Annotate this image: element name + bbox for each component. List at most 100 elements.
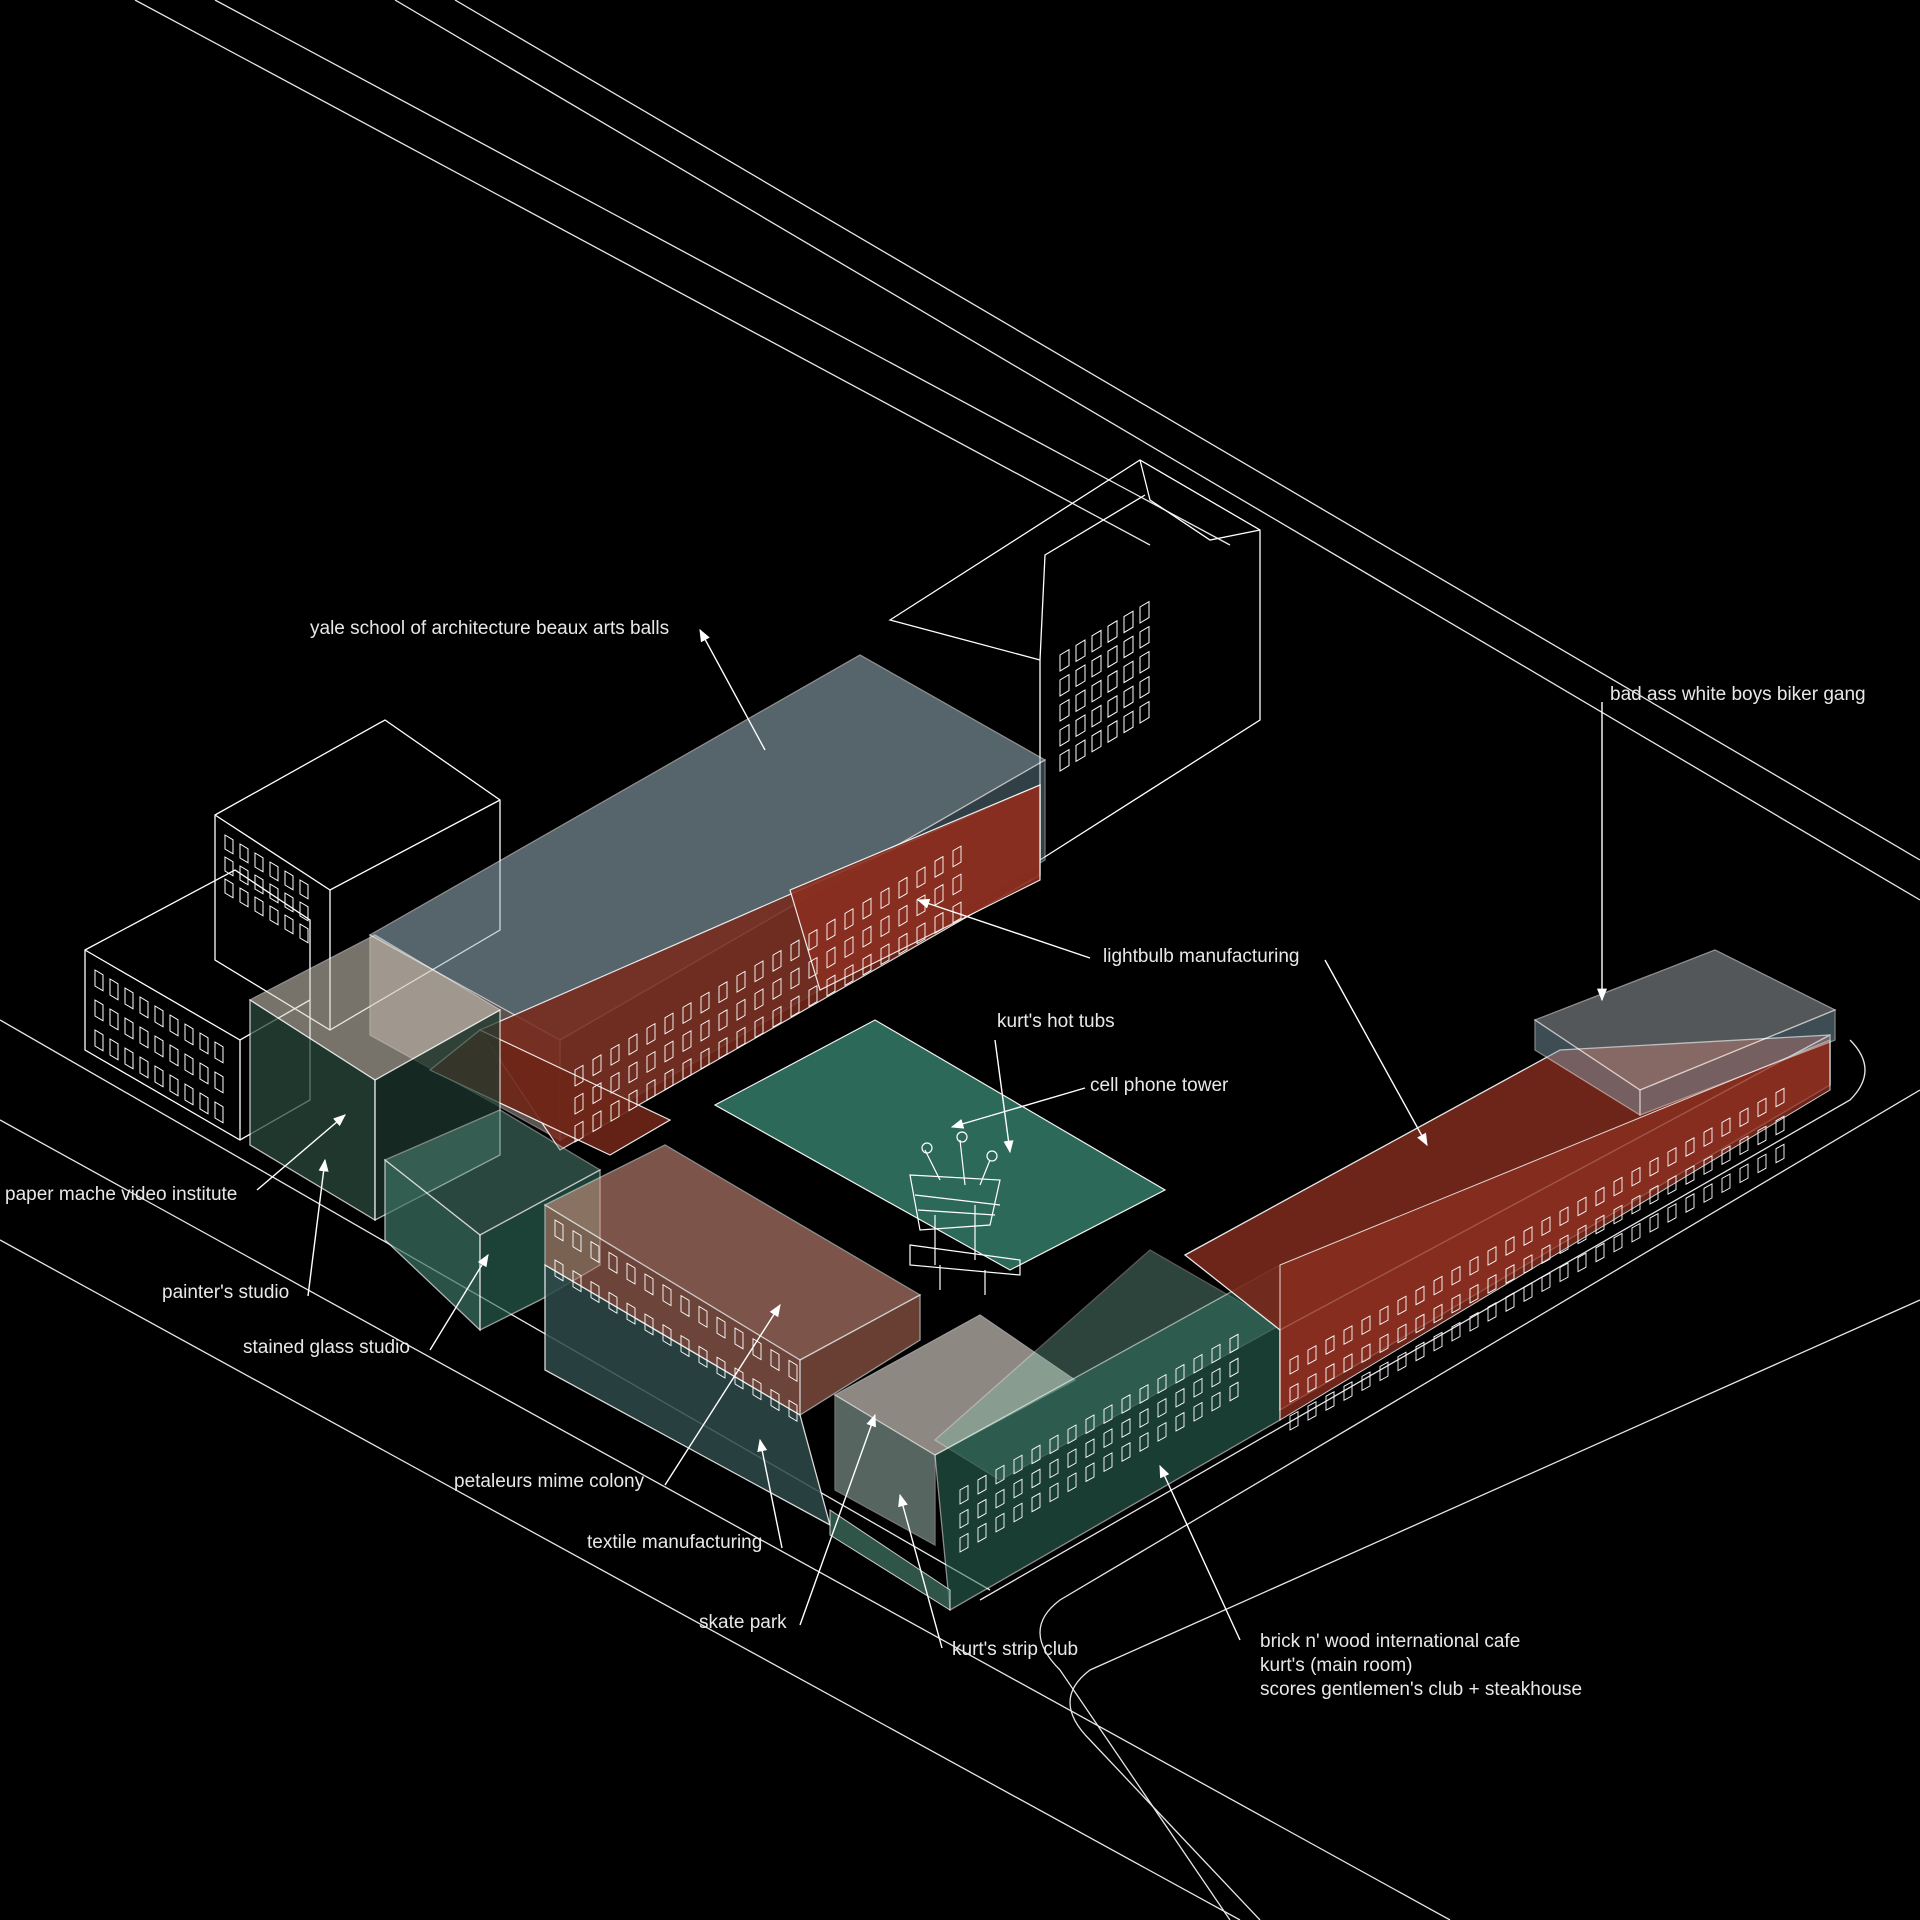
- window: [1123, 610, 1134, 634]
- window: [898, 876, 908, 899]
- window: [139, 1026, 149, 1049]
- window: [862, 897, 872, 920]
- arrow-yale: [699, 628, 766, 751]
- window: [1469, 1255, 1479, 1276]
- window: [826, 918, 836, 941]
- window: [1685, 1137, 1695, 1157]
- label-textile: textile manufacturing: [587, 1532, 763, 1553]
- window: [572, 1270, 582, 1293]
- window: [628, 1061, 638, 1084]
- window: [1361, 1315, 1371, 1336]
- window: [646, 1078, 656, 1102]
- window: [1667, 1174, 1677, 1195]
- window: [898, 932, 908, 955]
- window: [1289, 1382, 1299, 1403]
- window: [1775, 1143, 1785, 1164]
- label-hottubs: kurt's hot tubs: [997, 1011, 1115, 1032]
- window: [1343, 1325, 1353, 1346]
- window: [995, 1512, 1005, 1533]
- window: [1229, 1333, 1239, 1354]
- window: [662, 1284, 672, 1307]
- window: [139, 996, 149, 1019]
- window: [1085, 1414, 1095, 1435]
- window: [1739, 1163, 1749, 1184]
- window-grid-outline: [94, 600, 1150, 1124]
- window: [880, 915, 890, 938]
- window: [124, 987, 134, 1010]
- label-strip: kurt's strip club: [952, 1639, 1079, 1660]
- window: [1541, 1272, 1551, 1293]
- window: [269, 883, 279, 904]
- window: [628, 1089, 638, 1112]
- window: [734, 1327, 744, 1350]
- courtyard-hot-tubs: [713, 1019, 1167, 1271]
- window: [1229, 1381, 1239, 1402]
- window: [1451, 1265, 1461, 1286]
- window: [154, 1005, 164, 1028]
- window: [1721, 1173, 1731, 1194]
- window: [977, 1522, 987, 1543]
- window: [1631, 1194, 1641, 1215]
- window: [1757, 1153, 1767, 1174]
- window: [1613, 1204, 1623, 1225]
- window: [1049, 1434, 1059, 1455]
- window: [754, 1016, 764, 1039]
- window: [1049, 1482, 1059, 1503]
- label-stained: stained glass studio: [243, 1337, 410, 1358]
- window: [239, 843, 249, 864]
- window: [1487, 1273, 1497, 1294]
- window: [952, 901, 962, 924]
- window: [284, 870, 294, 891]
- window: [1703, 1183, 1713, 1204]
- window: [959, 1484, 969, 1505]
- window: [1397, 1295, 1407, 1316]
- window: [184, 1083, 194, 1106]
- window: [698, 1345, 708, 1368]
- window: [1107, 619, 1118, 644]
- window: [682, 1057, 692, 1081]
- window: [1775, 1115, 1785, 1136]
- window: [1397, 1323, 1407, 1344]
- window: [1703, 1155, 1713, 1176]
- window: [718, 981, 728, 1004]
- window: [626, 1302, 636, 1325]
- window: [1757, 1097, 1767, 1118]
- window: [1739, 1135, 1749, 1156]
- arrow-cell: [950, 1087, 1086, 1129]
- window: [1397, 1351, 1407, 1372]
- window: [554, 1259, 564, 1282]
- window: [770, 1388, 780, 1412]
- window: [299, 879, 309, 900]
- biker-block: [1533, 949, 1837, 1117]
- window: [754, 988, 764, 1011]
- window: [154, 1065, 164, 1088]
- window: [736, 970, 746, 993]
- window: [1139, 1431, 1149, 1452]
- window: [214, 1101, 224, 1124]
- window: [1703, 1127, 1713, 1148]
- window: [1175, 1411, 1185, 1432]
- window: [880, 887, 890, 910]
- window: [139, 1056, 149, 1079]
- window: [1289, 1410, 1299, 1431]
- window: [1085, 1462, 1095, 1483]
- window: [1739, 1107, 1749, 1128]
- window: [1415, 1341, 1425, 1362]
- window: [752, 1338, 762, 1361]
- window: [952, 845, 962, 868]
- window: [1469, 1283, 1479, 1304]
- window: [590, 1280, 600, 1304]
- label-cafe-line2: kurt's (main room): [1260, 1655, 1413, 1676]
- window: [1123, 685, 1134, 709]
- window: [1107, 644, 1118, 669]
- window: [862, 953, 872, 976]
- window: [716, 1356, 726, 1379]
- window: [959, 1532, 969, 1553]
- window: [788, 1359, 798, 1382]
- window: [284, 892, 294, 913]
- window: [1103, 1404, 1113, 1425]
- window: [1121, 1442, 1131, 1463]
- window: [1631, 1166, 1641, 1187]
- label-cell: cell phone tower: [1090, 1075, 1229, 1096]
- window: [1211, 1343, 1221, 1364]
